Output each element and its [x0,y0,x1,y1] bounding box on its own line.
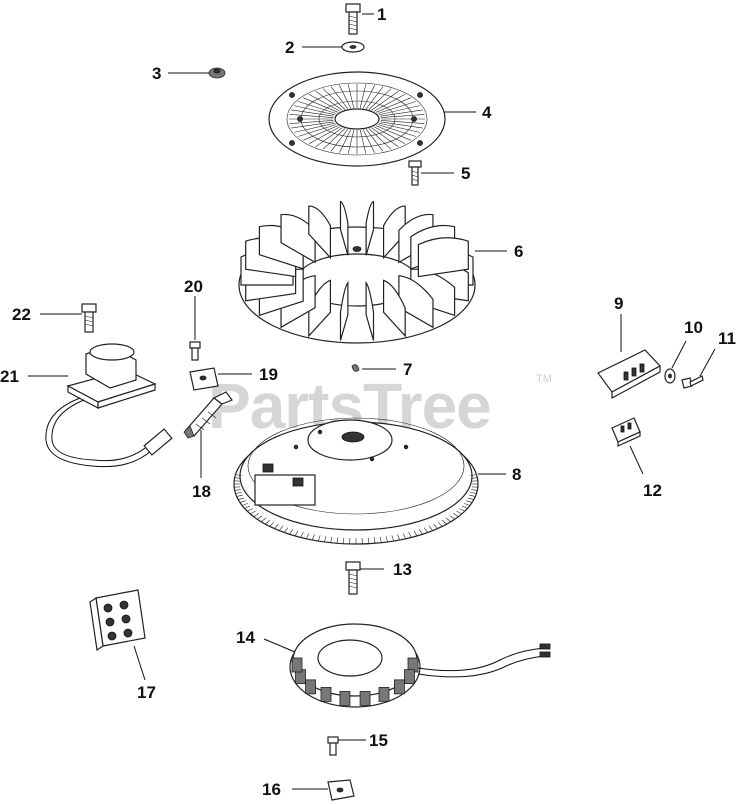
part-11-screw[interactable] [681,375,704,389]
part-4-grass-screen[interactable] [268,71,446,167]
callout-5: 5 [461,164,470,183]
callout-3: 3 [152,64,161,83]
callout-1: 1 [377,5,386,24]
callout-4: 4 [482,103,492,122]
part-19-clip[interactable] [189,367,219,391]
watermark-trademark: TM [536,373,552,385]
part-1-bolt[interactable] [345,3,361,35]
part-3-nut[interactable] [208,67,226,79]
callout-16: 16 [262,780,281,799]
leader-lines [28,13,716,790]
part-13-bolt[interactable] [345,561,361,595]
callout-11: 11 [718,329,736,348]
part-21-ignition-module[interactable] [45,343,173,468]
callout-14: 14 [236,628,255,647]
callout-10: 10 [684,318,703,337]
part-10-washer[interactable] [664,368,676,384]
part-8-flywheel[interactable] [233,417,479,545]
part-7-key[interactable] [351,364,360,372]
part-22-screw[interactable] [81,303,97,333]
part-12-connector[interactable] [611,417,641,447]
callout-2: 2 [285,38,294,57]
part-2-washer[interactable] [341,41,365,53]
callout-19: 19 [259,365,278,384]
callout-18: 18 [192,482,211,501]
callout-7: 7 [403,360,412,379]
part-18-spark-plug[interactable] [183,391,233,439]
callout-21: 21 [0,367,19,386]
part-16-clamp[interactable] [327,779,355,801]
callout-8: 8 [512,465,521,484]
callout-15: 15 [369,731,388,750]
part-6-fan[interactable] [238,200,476,344]
callout-17: 17 [137,683,156,702]
part-14-stator[interactable] [289,623,551,708]
callout-13: 13 [393,560,412,579]
part-17-plug-connector[interactable] [89,589,146,652]
callout-6: 6 [514,242,523,261]
part-5-screw[interactable] [408,160,422,186]
callout-20: 20 [184,277,203,296]
callout-22: 22 [12,305,31,324]
callout-9: 9 [614,294,623,313]
callout-12: 12 [643,481,662,500]
part-20-screw[interactable] [189,341,201,361]
part-15-screw[interactable] [327,736,339,756]
part-9-rectifier[interactable] [597,349,661,400]
callout-numbers: 1 2 3 4 5 6 7 8 9 10 11 12 13 14 15 16 1… [0,5,736,799]
